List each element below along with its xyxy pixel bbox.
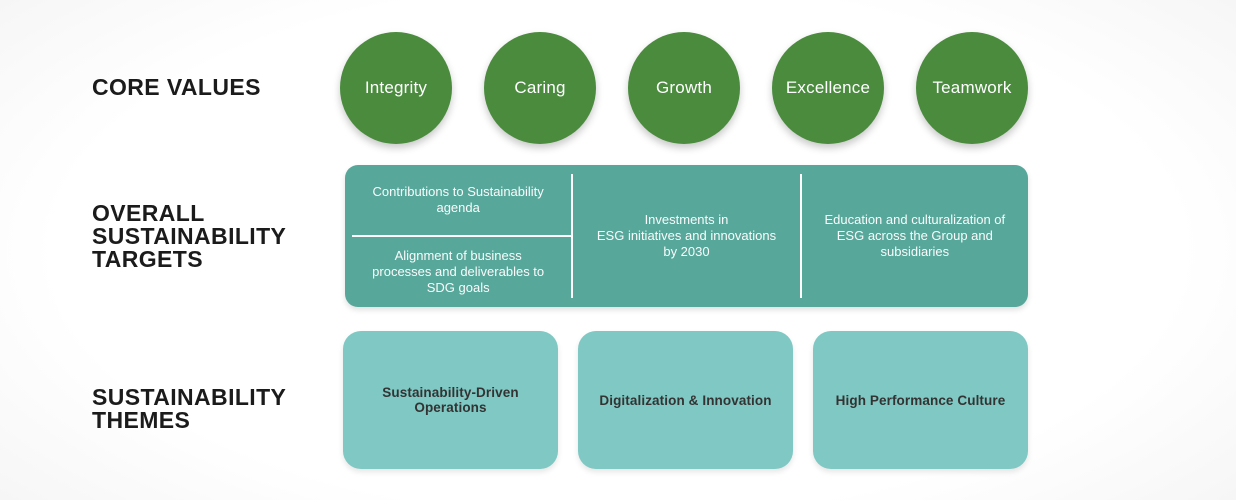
target-cell-alignment: Alignment of business processes and deli… [345, 237, 571, 307]
sustainability-targets-panel: Contributions to Sustainability agenda A… [345, 165, 1028, 307]
core-values-row-label: CORE VALUES [92, 74, 261, 100]
core-value-label: Integrity [364, 78, 428, 97]
horizontal-divider [352, 235, 572, 237]
target-cell-text: Education and culturalization of ESG acr… [824, 212, 1006, 259]
target-cell-education: Education and culturalization of ESG acr… [802, 165, 1028, 307]
theme-card-high-performance-culture: High Performance Culture [813, 331, 1028, 469]
targets-column-1: Contributions to Sustainability agenda A… [345, 165, 572, 307]
overall-sustainability-targets-row-label: OVERALL SUSTAINABILITY TARGETS [92, 200, 287, 272]
core-value-label: Excellence [785, 78, 871, 97]
targets-column-3: Education and culturalization of ESG acr… [802, 165, 1028, 307]
core-value-circle-integrity: Integrity [340, 32, 452, 144]
target-cell-text: Alignment of business processes and deli… [372, 248, 545, 295]
sustainability-themes-row-label: SUSTAINABILITY THEMES [92, 384, 287, 433]
vertical-divider [571, 174, 574, 298]
target-cell-contributions: Contributions to Sustainability agenda [345, 165, 571, 235]
vertical-divider [799, 174, 802, 298]
theme-card-label: High Performance Culture [835, 392, 1006, 408]
sustainability-themes-row: Sustainability-Driven Operations Digital… [343, 331, 1028, 469]
core-values-circle-row: Integrity Caring Growth Excellence Teamw… [340, 32, 1028, 144]
theme-card-label: Sustainability-Driven Operations [382, 385, 519, 415]
core-value-circle-growth: Growth [628, 32, 740, 144]
core-value-circle-excellence: Excellence [772, 32, 884, 144]
theme-card-label: Digitalization & Innovation [599, 392, 772, 408]
target-cell-investments: Investments in ESG initiatives and innov… [573, 165, 799, 307]
core-value-circle-caring: Caring [484, 32, 596, 144]
theme-card-sustainability-driven-operations: Sustainability-Driven Operations [343, 331, 558, 469]
core-value-label: Teamwork [932, 78, 1012, 97]
targets-column-2: Investments in ESG initiatives and innov… [573, 165, 799, 307]
core-value-label: Growth [656, 78, 712, 97]
core-value-label: Caring [514, 78, 566, 97]
theme-card-digitalization-innovation: Digitalization & Innovation [578, 331, 793, 469]
target-cell-text: Investments in ESG initiatives and innov… [596, 212, 777, 259]
target-cell-text: Contributions to Sustainability agenda [372, 184, 544, 215]
core-value-circle-teamwork: Teamwork [916, 32, 1028, 144]
